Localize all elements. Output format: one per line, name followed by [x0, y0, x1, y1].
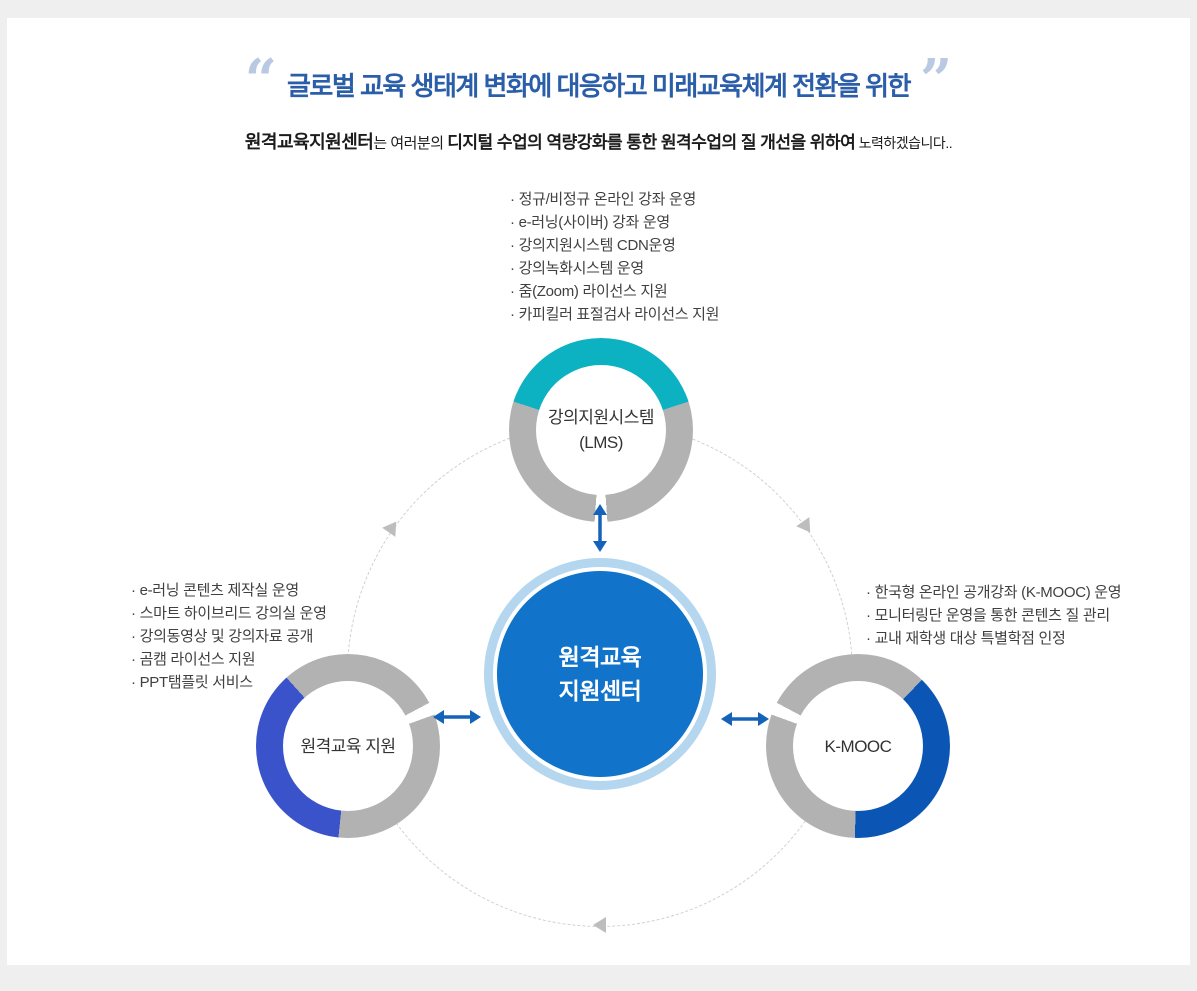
title-row: “ 글로벌 교육 생태계 변화에 대응하고 미래교육체계 전환을 위한 ”: [0, 52, 1197, 108]
feature-item: · e-러닝 콘텐츠 제작실 운영: [131, 582, 299, 599]
node-lms: 강의지원시스템 (LMS): [509, 338, 693, 522]
feature-item: · 강의지원시스템 CDN운영: [510, 237, 676, 254]
page-title: 글로벌 교육 생태계 변화에 대응하고 미래교육체계 전환을 위한: [287, 71, 912, 101]
subtitle: 원격교육지원센터는 여러분의 디지털 수업의 역량강화를 통한 원격수업의 질 …: [0, 128, 1197, 154]
subtitle-regular-1: 는 여러분의: [373, 135, 448, 152]
center-to-lms-arrow-icon: [593, 504, 607, 552]
remote-support-feature-list: · e-러닝 콘텐츠 제작실 운영 · 스마트 하이브리드 강의실 운영 · 강의동…: [131, 579, 327, 694]
feature-item: · e-러닝(사이버) 강좌 운영: [510, 214, 670, 231]
node-remote-support: 원격교육 지원: [256, 654, 440, 838]
feature-item: · 한국형 온라인 공개강좌 (K-MOOC) 운영: [866, 584, 1122, 601]
node-kmooc: K-MOOC: [766, 654, 950, 838]
feature-item: · PPT탬플릿 서비스: [131, 674, 253, 691]
feature-item: · 모니터링단 운영을 통한 콘텐츠 질 관리: [866, 607, 1110, 624]
center-node-label-line1: 원격교육: [558, 644, 642, 670]
node-kmooc-label: K-MOOC: [824, 736, 892, 756]
lms-feature-list: · 정규/비정규 온라인 강좌 운영 · e-러닝(사이버) 강좌 운영 · 강의지…: [510, 188, 719, 326]
feature-item: · 줌(Zoom) 라이선스 지원: [510, 283, 668, 300]
node-lms-label-line1: 강의지원시스템: [548, 408, 654, 427]
feature-item: · 정규/비정규 온라인 강좌 운영: [510, 191, 697, 208]
center-node-label: 원격교육 지원센터: [559, 640, 642, 708]
feature-item: · 강의동영상 및 강의자료 공개: [131, 628, 314, 645]
feature-item: · 스마트 하이브리드 강의실 운영: [131, 605, 327, 622]
cycle-arrow-bottom-icon: [593, 917, 606, 933]
feature-item: · 강의녹화시스템 운영: [510, 260, 644, 277]
center-node: 원격교육 지원센터: [497, 571, 703, 777]
center-to-kmooc-arrow-icon: [721, 712, 769, 726]
kmooc-feature-list: · 한국형 온라인 공개강좌 (K-MOOC) 운영 · 모니터링단 운영을 통한…: [866, 581, 1122, 650]
subtitle-bold-2: 디지털 수업의 역량강화를 통한 원격수업의 질 개선을 위하여: [447, 133, 856, 152]
center-to-remote-arrow-icon: [433, 710, 481, 724]
node-remote-support-label: 원격교육 지원: [300, 736, 396, 756]
subtitle-center-name: 원격교육지원센터: [244, 132, 374, 152]
feature-item: · 교내 재학생 대상 특별학점 인정: [866, 630, 1066, 647]
feature-item: · 곰캠 라이선스 지원: [131, 651, 256, 668]
center-node-label-line2: 지원센터: [558, 678, 642, 704]
subtitle-regular-2: 노력하겠습니다..: [855, 135, 953, 151]
feature-item: · 카피킬러 표절검사 라이선스 지원: [510, 306, 720, 323]
node-lms-label: 강의지원시스템 (LMS): [509, 338, 693, 522]
node-lms-label-line2: (LMS): [579, 433, 623, 452]
